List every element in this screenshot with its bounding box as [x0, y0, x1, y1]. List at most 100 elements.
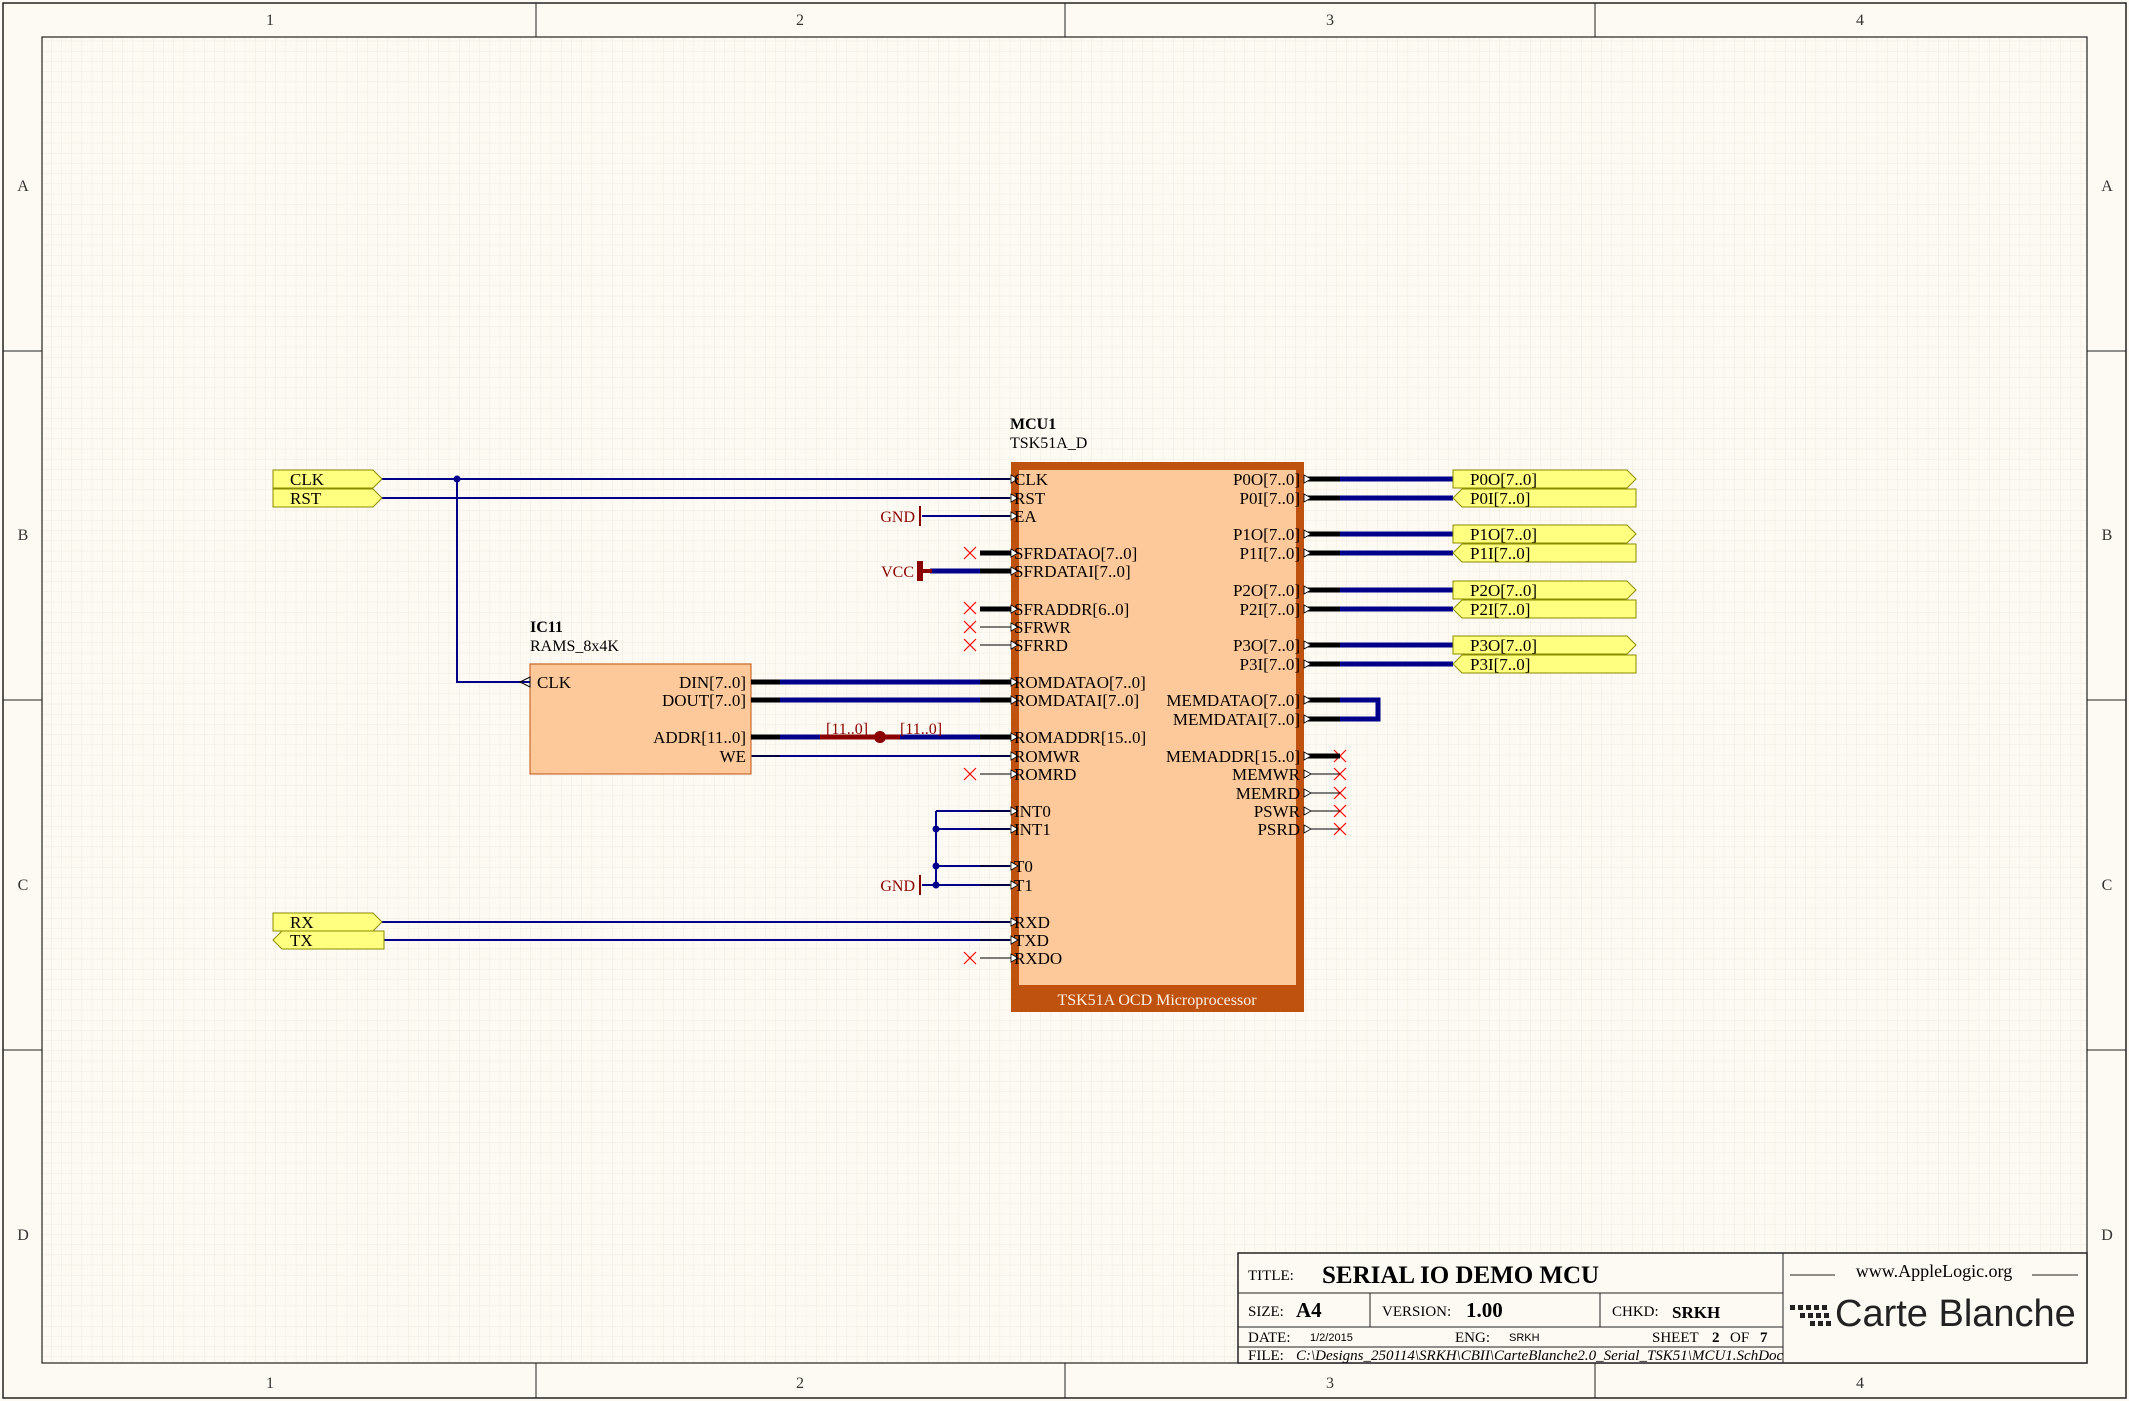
wire-clk-ram[interactable] — [456, 479, 530, 683]
file-label: FILE: — [1248, 1348, 1284, 1364]
mcu-footer: TSK51A OCD Microprocessor — [1057, 992, 1257, 1009]
file-path: C:\Designs_250114\SRKH\CBII\CarteBlanche… — [1296, 1348, 1784, 1364]
sheet-number: 2 — [1712, 1330, 1720, 1346]
mcu-pin-label: CLK — [1014, 470, 1049, 489]
right-ports: P0O[7..0]P0I[7..0] P1O[7..0]P1I[7..0] P2O[… — [1452, 469, 1637, 674]
port-p1i-7-0[interactable]: P1I[7..0] — [1452, 543, 1637, 563]
mcu-pin-pswr: PSWR — [1254, 802, 1340, 821]
mcu-comment: TSK51A_D — [1010, 435, 1087, 452]
eng-label: ENG: — [1455, 1330, 1490, 1346]
ram-pin-addr-label: ADDR[11..0] — [653, 728, 746, 747]
ram-pin-clk: CLK — [518, 673, 572, 692]
mcu-pin-rxdo: RXDO — [980, 949, 1062, 968]
mcu-pin-romdatai-7-0: ROMDATAI[7..0] — [980, 691, 1139, 710]
mcu-pin-memdatao-7-0: MEMDATAO[7..0] — [1166, 691, 1340, 710]
sheet-label: SHEET — [1652, 1330, 1699, 1346]
zone-col-top-2: 2 — [796, 12, 804, 29]
port-rx[interactable]: RX — [272, 912, 383, 932]
power-gnd-t1[interactable]: GND — [880, 875, 921, 895]
mcu-pin-label: MEMDATAO[7..0] — [1166, 691, 1300, 710]
chkd-value: SRKH — [1672, 1303, 1720, 1322]
zone-col-top-1: 1 — [266, 12, 274, 29]
port-p3o-7-0[interactable]: P3O[7..0] — [1452, 635, 1637, 655]
power-gnd-ea[interactable]: GND — [880, 506, 921, 526]
mcu-pin-txd: TXD — [980, 931, 1049, 950]
port-tx-label: TX — [290, 931, 313, 950]
port-p2o-7-0[interactable]: P2O[7..0] — [1452, 580, 1637, 600]
mcu-pin-p1o-7-0: P1O[7..0] — [1233, 525, 1340, 544]
mcu-pin-label: P0O[7..0] — [1233, 470, 1300, 489]
bus-label-left: [11..0] — [826, 721, 868, 738]
port-tx[interactable]: TX — [272, 930, 385, 950]
of-label: OF — [1730, 1330, 1749, 1346]
nc-romrd — [963, 767, 977, 781]
nc-sfrdatao — [963, 546, 977, 560]
mcu-pin-label: SFRRD — [1014, 636, 1068, 655]
ram-pin-dout-label: DOUT[7..0] — [662, 691, 746, 710]
mcu-pin-sfraddr-6-0: SFRADDR[6..0] — [980, 600, 1129, 619]
size-value: A4 — [1296, 1298, 1322, 1322]
ram-pin-din: DIN[7..0] — [679, 673, 780, 692]
port-label: P0O[7..0] — [1470, 470, 1537, 489]
mcu-pin-label: P0I[7..0] — [1240, 489, 1300, 508]
mcu-pin-label: EA — [1014, 507, 1037, 526]
port-rst[interactable]: RST — [272, 488, 383, 508]
port-clk[interactable]: CLK — [272, 469, 383, 489]
ram-pin-we-label: WE — [720, 747, 746, 766]
mcu-pin-rxd: RXD — [980, 913, 1050, 932]
mcu-pin-label: P1O[7..0] — [1233, 525, 1300, 544]
power-vcc[interactable]: VCC — [881, 561, 932, 581]
mcu-pin-label: P2I[7..0] — [1240, 600, 1300, 619]
date-value: 1/2/2015 — [1310, 1332, 1353, 1344]
ram-pin-addr: ADDR[11..0] — [653, 728, 780, 747]
mcu-pin-p0o-7-0: P0O[7..0] — [1233, 470, 1340, 489]
wires — [382, 478, 1010, 941]
mcu-pin-label: P1I[7..0] — [1240, 544, 1300, 563]
mcu-pin-romrd: ROMRD — [980, 765, 1076, 784]
zone-row-right-d: D — [2101, 1227, 2113, 1244]
mcu-pin-label: ROMRD — [1014, 765, 1076, 784]
zone-col-bottom-3: 3 — [1326, 1375, 1334, 1392]
mcu-component[interactable]: MCU1 TSK51A_D TSK51A OCD Microprocessor … — [980, 416, 1340, 1012]
nc-sfrwr — [963, 620, 977, 634]
port-p0i-7-0[interactable]: P0I[7..0] — [1452, 488, 1637, 508]
port-p2i-7-0[interactable]: P2I[7..0] — [1452, 599, 1637, 619]
zone-row-right-b: B — [2102, 527, 2113, 544]
mcu-designator: MCU1 — [1010, 416, 1056, 433]
logo-url: www.AppleLogic.org — [1856, 1261, 2012, 1281]
mcu-pin-memrd: MEMRD — [1236, 784, 1340, 803]
mcu-pin-int0: INT0 — [980, 802, 1051, 821]
mcu-pin-int1: INT1 — [980, 820, 1051, 839]
mcu-pin-sfrdatai-7-0: SFRDATAI[7..0] — [980, 562, 1131, 581]
mcu-pin-sfrwr: SFRWR — [980, 618, 1071, 637]
zone-row-left-b: B — [18, 527, 29, 544]
ram-component[interactable]: IC11 RAMS_8x4K CLK DIN[7..0] DOUT[7..0] … — [518, 619, 780, 775]
bus-memdata-loop[interactable] — [1305, 697, 1381, 722]
port-rst-label: RST — [290, 489, 322, 508]
junction-int1 — [932, 825, 940, 833]
mcu-pin-label: MEMDATAI[7..0] — [1173, 710, 1300, 729]
mcu-pin-romdatao-7-0: ROMDATAO[7..0] — [980, 673, 1146, 692]
mcu-pin-p2o-7-0: P2O[7..0] — [1233, 581, 1340, 600]
mcu-pin-label: P2O[7..0] — [1233, 581, 1300, 600]
zone-labels: 1 2 3 4 1 2 3 4 A B C D A B C D — [17, 12, 2113, 1392]
mcu-pin-p1i-7-0: P1I[7..0] — [1240, 544, 1340, 563]
size-label: SIZE: — [1248, 1304, 1284, 1320]
junction-clk — [453, 475, 461, 483]
ram-pin-clk-label: CLK — [537, 673, 572, 692]
bus-label-right: [11..0] — [900, 721, 942, 738]
ram-designator: IC11 — [530, 619, 563, 636]
mcu-pin-memwr: MEMWR — [1232, 765, 1340, 784]
port-p1o-7-0[interactable]: P1O[7..0] — [1452, 524, 1637, 544]
port-p3i-7-0[interactable]: P3I[7..0] — [1452, 654, 1637, 674]
mcu-pin-label: MEMWR — [1232, 765, 1301, 784]
eng-value: SRKH — [1509, 1332, 1540, 1344]
junctions — [453, 475, 940, 889]
mcu-pin-sfrrd: SFRRD — [980, 636, 1068, 655]
gnd-label-t1: GND — [880, 878, 915, 895]
mcu-pin-p3o-7-0: P3O[7..0] — [1233, 636, 1340, 655]
zone-col-top-3: 3 — [1326, 12, 1334, 29]
port-p0o-7-0[interactable]: P0O[7..0] — [1452, 469, 1637, 489]
port-label: P0I[7..0] — [1470, 489, 1530, 508]
